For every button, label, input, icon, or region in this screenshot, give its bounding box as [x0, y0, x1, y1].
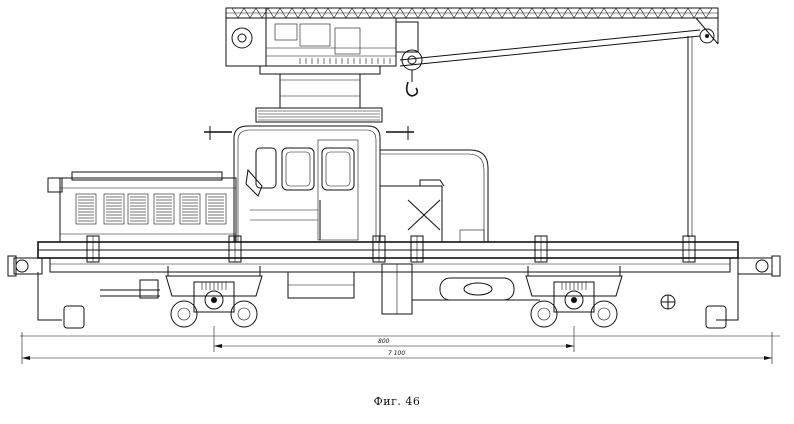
underframe-equipment [100, 263, 540, 315]
crane-boom [225, 7, 719, 237]
roof-platform [204, 107, 414, 140]
dimension-inner-label: 800 [378, 338, 390, 345]
crane-machinery-house [225, 7, 423, 109]
bogies [165, 266, 623, 328]
dimension-inner: 800 [213, 326, 575, 352]
dimension-overall: 7 100 [21, 332, 773, 364]
figure-caption: Фиг. 46 [373, 395, 421, 408]
dimension-overall-label: 7 100 [388, 350, 405, 357]
rear-equipment [379, 149, 489, 243]
main-frame [7, 235, 781, 329]
engine-hood [47, 171, 237, 243]
driver-cab [233, 125, 381, 242]
